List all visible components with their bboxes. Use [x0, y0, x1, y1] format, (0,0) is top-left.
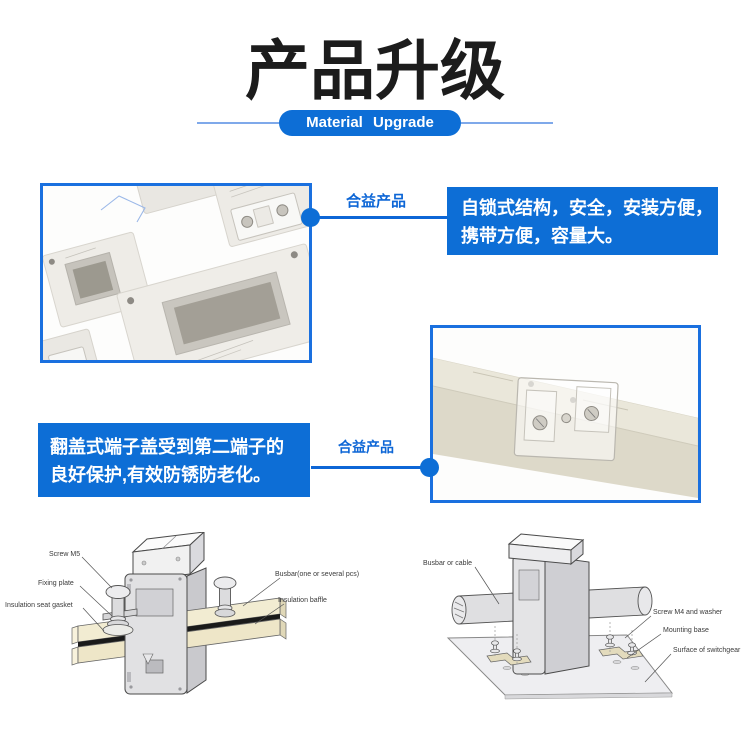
- connector-line-2: [311, 466, 429, 469]
- label-busbar: Busbar(one or several pcs): [275, 571, 359, 578]
- feature-1-text-line-1: 自锁式结构，安全，安装方便，: [461, 198, 713, 218]
- label-screw-m5: Screw M5: [49, 551, 80, 558]
- connector-line-1: [312, 216, 447, 219]
- feature-1-text-line-2: 携带方便，容量大。: [461, 226, 623, 246]
- leader-lines-right-diagram: [474, 566, 672, 683]
- feature-2-text-line-1: 翻盖式端子盖受到第二端子的: [50, 437, 284, 457]
- label-mounting-base: Mounting base: [663, 627, 709, 634]
- ct-case-with-terminal: [212, 186, 309, 247]
- label-insulation-baffle: Insulation baffle: [278, 597, 327, 604]
- installation-diagram-busbar: Screw M5 Fixing plate Insulation seat ga…: [5, 532, 359, 695]
- feature-callout-2: 翻盖式端子盖受到第二端子的 良好保护,有效防锈防老化。: [38, 423, 310, 497]
- busbar-cable: [451, 586, 653, 625]
- label-busbar-or-cable: Busbar or cable: [423, 560, 472, 567]
- feature-2-text-line-2: 良好保护,有效防锈防老化。: [50, 465, 271, 485]
- ct-front-face: [124, 573, 188, 695]
- label-fixing-plate: Fixing plate: [38, 580, 74, 587]
- connector-dot-1: [301, 208, 320, 227]
- screw-m5-right: [213, 576, 237, 618]
- badge-right-line: [460, 122, 553, 124]
- photo-terminal-cover: [430, 325, 701, 503]
- material-upgrade-badge: Material Upgrade: [279, 110, 461, 136]
- product-tag-2: 合益产品: [338, 439, 394, 455]
- label-screw-m4: Screw M4 and washer: [653, 609, 723, 616]
- connector-dot-2: [420, 458, 439, 477]
- ct-case-fragment: [43, 328, 107, 360]
- clear-terminal-cover: [513, 377, 619, 462]
- page-title: 产品升级: [244, 34, 505, 107]
- feature-callout-1: 自锁式结构，安全，安装方便， 携带方便，容量大。: [447, 187, 718, 255]
- photo-1-illustration: [43, 186, 309, 360]
- sketch-outline-mark: [100, 195, 146, 223]
- ct-body-right-diagram: [507, 533, 590, 675]
- badge-left-line: [197, 122, 280, 124]
- screws-m4: [490, 622, 637, 664]
- ct-case-top-partial: [130, 186, 242, 214]
- badge-row: Material Upgrade: [0, 110, 750, 136]
- label-insulation-seat-gasket: Insulation seat gasket: [5, 602, 73, 609]
- ct-case-large-window: [116, 243, 309, 360]
- leader-lines-left-diagram: [79, 556, 285, 632]
- photo-transformer-cases: [40, 183, 312, 363]
- photo-2-illustration: [433, 328, 698, 500]
- installation-diagram-cable: Busbar or cable Screw M4 and washer Moun…: [423, 533, 741, 700]
- label-surface-of-switchgear: Surface of switchgear: [673, 647, 741, 654]
- ct-top-terminal-block: [131, 532, 205, 582]
- product-tag-1: 合益产品: [346, 193, 407, 210]
